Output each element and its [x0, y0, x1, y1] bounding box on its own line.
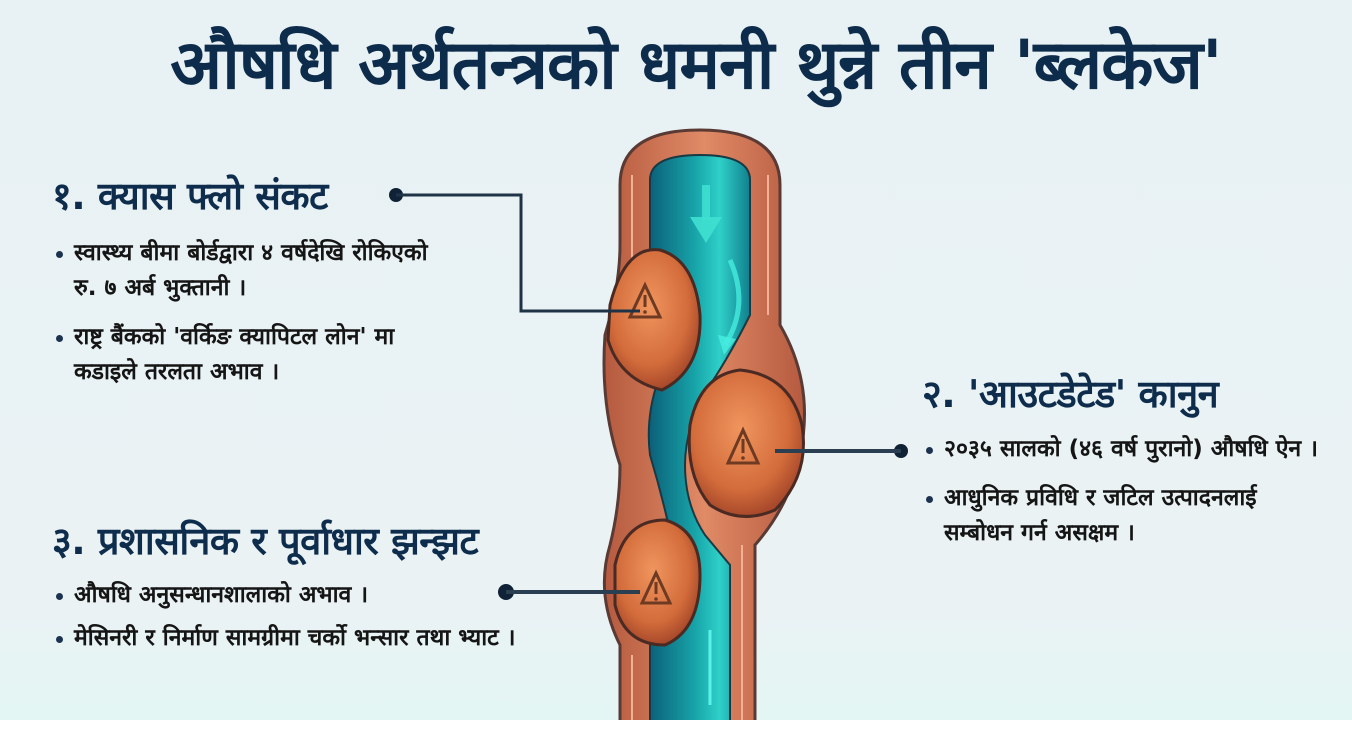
warning-triangle-icon [639, 569, 673, 605]
bullet-item: औषधि अनुसन्धानशालाको अभाव । [52, 578, 612, 613]
warning-triangle-icon [725, 426, 761, 465]
blockage-3-heading: ३. प्रशासनिक र पूर्वाधार झन्झट [52, 519, 479, 563]
bullet-dot-icon [926, 447, 933, 454]
blockage-2-heading: २. 'आउटडेटेड' कानुन [922, 372, 1219, 416]
bullet-item: स्वास्थ्य बीमा बोर्डद्वारा ४ वर्षदेखि रो… [52, 236, 452, 306]
bullet-item: २०३५ सालको (४६ वर्ष पुरानो) औषधि ऐन । [922, 432, 1322, 467]
bullet-item: मेसिनरी र निर्माण सामग्रीमा चर्को भन्सार… [52, 621, 612, 656]
bottom-strip [0, 720, 1352, 732]
bullet-item: आधुनिक प्रविधि र जटिल उत्पादनलाई सम्बोधन… [922, 481, 1322, 551]
bullet-dot-icon [56, 636, 63, 643]
blockage-1-heading: १. क्यास फ्लो संकट [52, 174, 328, 218]
plaque-3 [613, 518, 702, 647]
bullet-dot-icon [926, 496, 933, 503]
bullet-dot-icon [56, 335, 63, 342]
flow-arrow-down-icon [690, 185, 742, 705]
bullet-item: राष्ट्र बैंकको 'वर्किङ क्यापिटल लोन' मा … [52, 320, 452, 390]
page-title: औषधि अर्थतन्त्रको धमनी थुन्ने तीन 'ब्लके… [170, 26, 1222, 105]
blockage-3-bullets: औषधि अनुसन्धानशालाको अभाव । मेसिनरी र नि… [52, 578, 612, 670]
artery-illustration [602, 128, 806, 720]
blockage-1-bullets: स्वास्थ्य बीमा बोर्डद्वारा ४ वर्षदेखि रो… [52, 236, 452, 404]
plaque-2 [687, 368, 805, 518]
bullet-dot-icon [56, 593, 63, 600]
blockage-2-bullets: २०३५ सालको (४६ वर्ष पुरानो) औषधि ऐन । आध… [922, 432, 1322, 565]
bullet-dot-icon [56, 251, 63, 258]
